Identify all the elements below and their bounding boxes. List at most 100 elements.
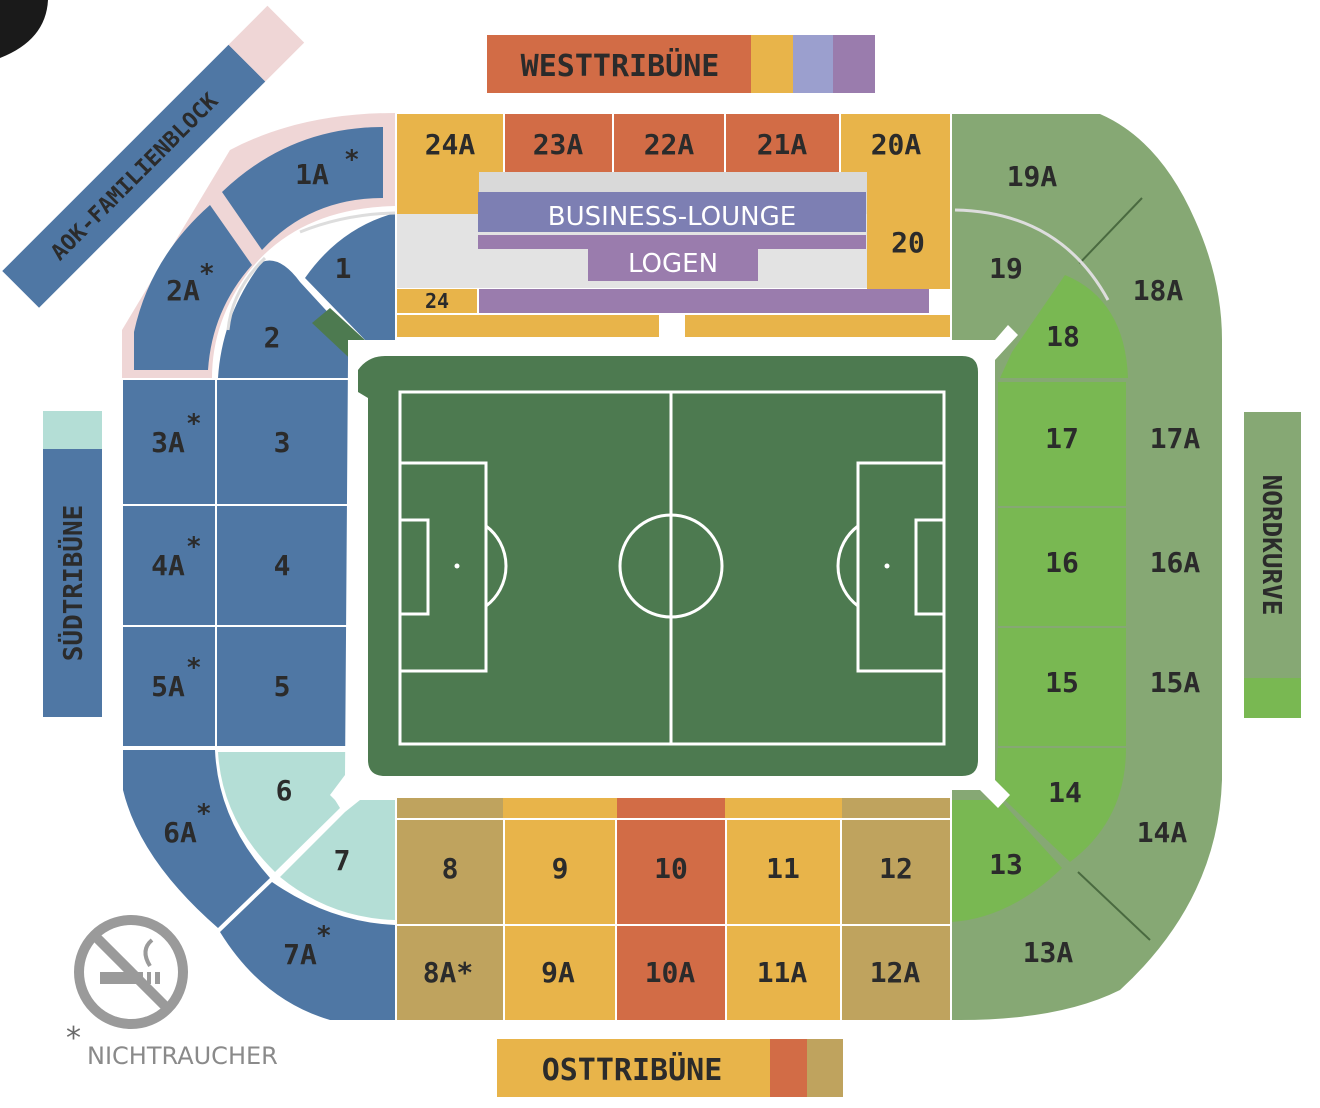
section-5A[interactable]: 5A * [123, 627, 215, 746]
svg-text:3: 3 [274, 426, 291, 459]
section-12[interactable]: 12 [842, 820, 950, 924]
legend-nordkurve: NORDKURVE [1244, 412, 1301, 718]
section-3A[interactable]: 3A * [123, 380, 215, 504]
section-24[interactable]: 24 [397, 289, 477, 313]
section-20[interactable]: 20 [867, 206, 950, 289]
svg-text:1A: 1A [295, 158, 329, 191]
svg-text:16: 16 [1045, 546, 1079, 579]
legend-suedtribuene: SÜDTRIBÜNE [43, 411, 102, 717]
svg-text:19: 19 [989, 252, 1023, 285]
legend-star: * [66, 1021, 81, 1056]
section-8[interactable]: 8 [397, 820, 503, 924]
label-logen: LOGEN [628, 249, 718, 279]
section-15A[interactable]: 15A [1128, 628, 1222, 746]
section-10[interactable]: 10 [617, 820, 725, 924]
section-2[interactable]: 2 [218, 256, 358, 378]
section-west-row-2[interactable] [685, 315, 950, 337]
section-24A[interactable]: 24A [397, 114, 503, 172]
section-22A[interactable]: 22A [614, 114, 724, 172]
section-6[interactable]: 6 [218, 752, 348, 872]
section-6A[interactable]: 6A * [123, 750, 270, 928]
svg-text:6A: 6A [163, 816, 197, 849]
svg-text:17: 17 [1045, 422, 1079, 455]
pitch-lines [398, 390, 946, 746]
section-12A[interactable]: 12A [842, 926, 950, 1020]
svg-text:14A: 14A [1137, 816, 1188, 849]
section-23A[interactable]: 23A [505, 114, 612, 172]
section-10A[interactable]: 10A [617, 926, 725, 1020]
svg-text:22A: 22A [644, 128, 695, 161]
svg-text:*: * [316, 921, 332, 951]
svg-text:12: 12 [879, 852, 913, 885]
no-smoking-icon [74, 915, 188, 1029]
svg-text:24A: 24A [425, 128, 476, 161]
svg-text:*: * [199, 259, 215, 289]
section-9[interactable]: 9 [505, 820, 615, 924]
section-17A[interactable]: 17A [1128, 382, 1222, 506]
section-18A[interactable]: 18A [1133, 274, 1184, 307]
section-16A[interactable]: 16A [1128, 508, 1222, 626]
svg-text:5A: 5A [151, 670, 185, 703]
section-1[interactable]: 1 [299, 211, 396, 345]
svg-text:15: 15 [1045, 666, 1079, 699]
svg-text:*: * [186, 532, 202, 562]
svg-text:13A: 13A [1023, 936, 1074, 969]
svg-text:20: 20 [891, 226, 925, 259]
legend-westtribuene: WESTTRIBÜNE [487, 35, 875, 93]
svg-text:7: 7 [334, 844, 351, 877]
svg-text:*: * [196, 799, 212, 829]
svg-text:2A: 2A [166, 274, 200, 307]
svg-text:13: 13 [989, 848, 1023, 881]
section-7[interactable]: 7 [280, 800, 395, 920]
svg-text:14: 14 [1048, 776, 1082, 809]
section-11A[interactable]: 11A [727, 926, 840, 1020]
section-1A[interactable]: 1A * [222, 127, 383, 250]
svg-text:15A: 15A [1150, 666, 1201, 699]
section-8A[interactable]: 8A* [397, 926, 503, 1020]
section-19A[interactable]: 19A [1007, 160, 1058, 193]
section-9A[interactable]: 9A [505, 926, 615, 1020]
section-21A[interactable]: 21A [726, 114, 839, 172]
section-5[interactable]: 5 [217, 627, 348, 746]
corner-blob [0, 0, 48, 58]
section-18[interactable]: 18 [1000, 275, 1128, 378]
section-11[interactable]: 11 [727, 820, 840, 924]
section-13[interactable]: 13 [952, 800, 1062, 922]
business-lounge: BUSINESS-LOUNGE [478, 192, 866, 232]
section-19[interactable]: 19 [952, 208, 1110, 345]
section-3[interactable]: 3 [217, 380, 348, 504]
section-17[interactable]: 17 [998, 382, 1126, 506]
section-4A[interactable]: 4A * [123, 506, 215, 625]
section-4[interactable]: 4 [217, 506, 348, 625]
section-13A[interactable]: 13A [1023, 936, 1074, 969]
svg-text:19A: 19A [1007, 160, 1058, 193]
section-2A[interactable]: 2A * [134, 205, 252, 370]
svg-text:6: 6 [276, 774, 293, 807]
logen: LOGEN [478, 235, 866, 281]
svg-text:3A: 3A [151, 426, 185, 459]
svg-text:10: 10 [654, 852, 688, 885]
svg-text:1: 1 [335, 252, 352, 285]
section-15[interactable]: 15 [998, 628, 1126, 746]
svg-text:8: 8 [442, 852, 459, 885]
svg-text:23A: 23A [533, 128, 584, 161]
section-7A[interactable]: 7A * [220, 882, 395, 1020]
svg-text:4A: 4A [151, 549, 185, 582]
svg-text:24: 24 [425, 289, 449, 313]
label-osttribuene: OSTTRIBÜNE [542, 1051, 723, 1088]
svg-text:9: 9 [552, 852, 569, 885]
legend-osttribuene: OSTTRIBÜNE [497, 1039, 843, 1097]
section-14A[interactable]: 14A [1137, 816, 1188, 849]
svg-text:*: * [186, 409, 202, 439]
section-14[interactable]: 14 [995, 748, 1126, 862]
section-16[interactable]: 16 [998, 508, 1126, 626]
svg-text:8A*: 8A* [423, 956, 474, 989]
section-west-row[interactable] [397, 315, 659, 337]
svg-text:18A: 18A [1133, 274, 1184, 307]
label-business-lounge: BUSINESS-LOUNGE [548, 202, 796, 232]
svg-text:20A: 20A [871, 128, 922, 161]
label-nordkurve: NORDKURVE [1256, 475, 1286, 616]
svg-text:18: 18 [1046, 320, 1080, 353]
svg-text:12A: 12A [870, 956, 921, 989]
svg-text:9A: 9A [541, 956, 575, 989]
